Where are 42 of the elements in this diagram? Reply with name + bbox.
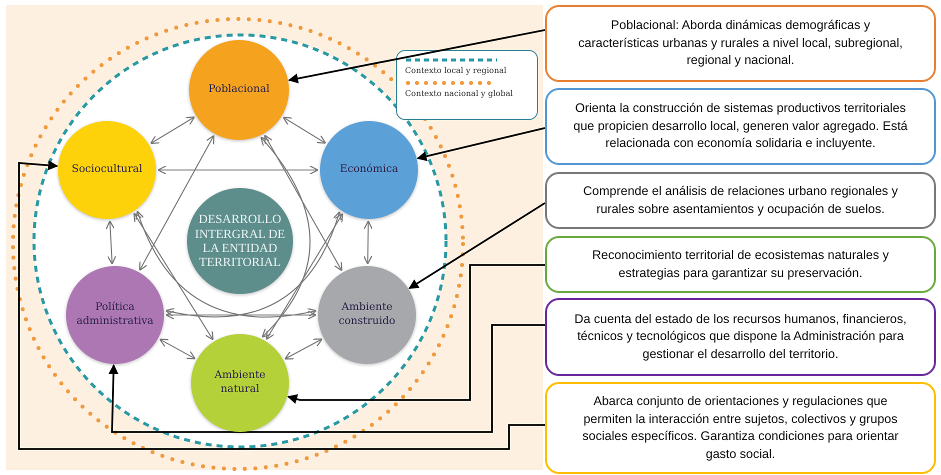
description-box [545,298,936,376]
double-arrow [282,116,326,144]
circle-label: Sociocultural [70,163,144,177]
arrow [416,127,546,162]
description-text: Poblacional: Aborda dinámicas demográficas y características urbanas y rurales a nivel local, subregional, regional y nacional. [577,17,904,70]
double-arrow [150,116,196,144]
double-arrow [266,213,344,340]
description-text: Reconocimiento territorial de ecosistemas naturales y estrategias para garantizar su preservación. [591,247,890,282]
description-box [545,172,936,229]
double-arrow [260,136,311,338]
arrow [287,264,545,404]
arrow [288,29,546,84]
double-arrow [165,310,317,320]
arrow [408,202,546,290]
description-box [545,5,936,82]
double-arrow [363,220,373,265]
description-box [545,236,936,293]
double-arrow [165,211,342,318]
double-arrow [106,220,116,265]
circle-label: Poblacional [207,83,271,97]
double-arrow [136,210,317,318]
description-box [545,88,936,165]
double-arrow [284,338,323,360]
double-arrow [157,165,319,175]
double-arrow [133,212,214,340]
circle-label: Ambiente construido [338,301,396,329]
center-title: DESARROLLO INTERGRAL DE LA ENTIDAD TERRITORIAL [194,212,286,270]
description-box [545,382,936,474]
legend-label: Contexto nacional y global [405,89,513,98]
double-arrow [139,134,214,271]
description-text: Abarca conjunto de orientaciones y regulaciones que permiten la interacción entre sujetos, colectivos y grupos sociales específicos. Garantiza condiciones para orientar gasto social. [581,393,900,463]
double-arrow [159,338,196,360]
circle-label: Ambiente natural [213,369,267,397]
arrow [108,324,545,433]
legend-label: Contexto local y regional [405,66,506,75]
description-text: Comprende el análisis de relaciones urbano regionales y rurales sobre asentamientos y ocupación de suelos. [582,183,899,218]
circle-label: Económica [338,163,400,177]
description-text: Orienta la construcción de sistemas productivos territoriales que propicien desarrollo local, generen valor agregado. Está relacionada con economía solidaria e incluyente. [572,100,909,152]
description-text: Da cuenta del estado de los recursos humanos, financieros, técnicos y tecnológicos que dispone la Administración para gestionar el desarrollo del territorio. [573,310,908,363]
arrow [18,160,545,450]
circle-label: Política administrativa [75,301,155,329]
double-arrow [264,134,342,272]
